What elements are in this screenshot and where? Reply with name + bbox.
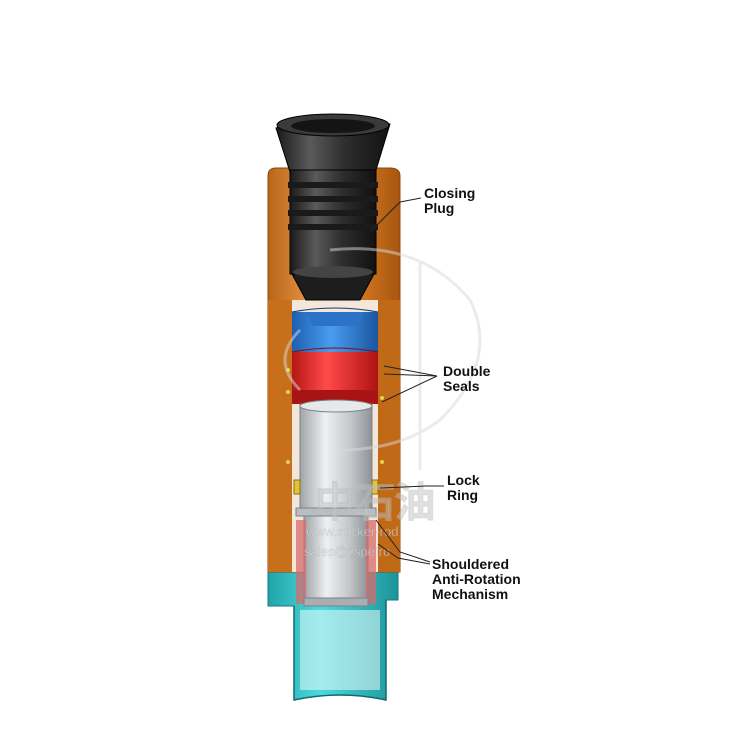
watermark-email: sales@zspetro bbox=[304, 544, 390, 559]
anti-rotation-leader-1 bbox=[375, 519, 431, 563]
anti-rotation-leader-2 bbox=[377, 543, 431, 565]
lock-ring bbox=[293, 479, 379, 495]
anti-rotation-label-line-1: Shouldered bbox=[432, 556, 510, 572]
closing-plug-label-line-2: Plug bbox=[424, 200, 455, 216]
red-seal-body bbox=[291, 347, 379, 404]
double-seals-leader-3 bbox=[381, 375, 438, 403]
inner-mandrel bbox=[295, 399, 377, 607]
lock-ring-label-line-2: Ring bbox=[447, 487, 479, 503]
double-seals-leader-2 bbox=[383, 373, 438, 377]
watermark-logo-icon bbox=[283, 247, 482, 470]
upper-seal-ring bbox=[291, 307, 379, 352]
closing-plug-leader bbox=[369, 197, 422, 233]
lock-ring-leader bbox=[379, 485, 444, 489]
closing-plug-label: Closing Plug bbox=[424, 186, 475, 216]
watermark-website: www.sucker-rod bbox=[305, 524, 398, 539]
anti-rotation-label: Shouldered Anti-Rotation Mechanism bbox=[432, 557, 521, 602]
lock-ring-label-line-1: Lock bbox=[447, 472, 480, 488]
double-seals-label-line-1: Double bbox=[443, 363, 491, 379]
watermark: 中石油 www.sucker-rod sales@zspetro bbox=[283, 247, 482, 559]
closing-plug-label-line-1: Closing bbox=[424, 185, 476, 201]
lock-ring-label: Lock Ring bbox=[447, 473, 480, 503]
watermark-logo-text: 中石油 bbox=[315, 481, 435, 525]
double-seals-label-line-2: Seals bbox=[443, 378, 480, 394]
leader-lines bbox=[369, 197, 444, 565]
double-seals-leader-1 bbox=[383, 365, 438, 377]
anti-rotation-label-line-3: Mechanism bbox=[432, 586, 509, 602]
double-seals-label: Double Seals bbox=[443, 364, 490, 394]
anti-rotation-label-line-2: Anti-Rotation bbox=[432, 571, 521, 587]
closing-plug bbox=[275, 113, 391, 301]
